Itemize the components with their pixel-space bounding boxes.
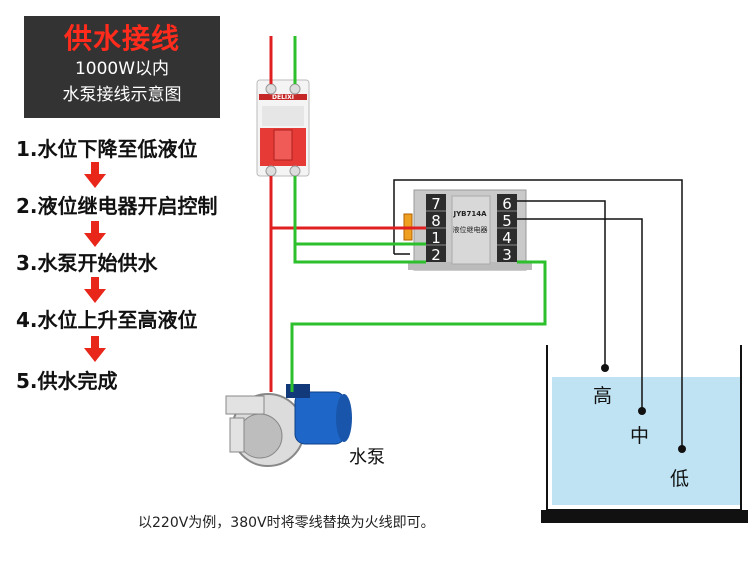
step-4: 4.水位上升至高液位	[16, 308, 198, 332]
relay-terminal-7: 7	[431, 195, 441, 213]
probe-mid	[638, 407, 646, 415]
wire-signal-mid	[517, 218, 643, 411]
footnote: 以220V为例，380V时将零线替换为火线即可。	[138, 515, 435, 531]
relay-model: JYB714A	[452, 210, 487, 218]
step-1: 1.水位下降至低液位	[16, 137, 198, 161]
circuit-breaker: DELIXI	[256, 79, 310, 177]
relay-terminal-1: 1	[431, 229, 441, 247]
probe-high	[601, 364, 609, 372]
probe-low	[678, 445, 686, 453]
page-title: 供水接线	[63, 22, 180, 55]
step-5: 5.供水完成	[16, 369, 118, 393]
step-2: 2.液位继电器开启控制	[16, 194, 218, 218]
wire-signal-low	[393, 179, 683, 449]
relay-terminal-5: 5	[502, 212, 512, 230]
title-box: 供水接线 1000W以内 水泵接线示意图	[24, 16, 220, 118]
relay-terminal-8: 8	[431, 212, 441, 230]
level-high-label: 高	[593, 385, 613, 407]
tank-base	[541, 510, 748, 523]
wire-pump-switched	[290, 260, 547, 392]
level-relay: JYB714A 液位继电器 7 8 1 2 6 5 4 3	[403, 189, 532, 271]
title-subtitle: 水泵接线示意图	[62, 85, 182, 105]
wire-neutral-relay	[293, 176, 426, 264]
level-mid-label: 中	[630, 425, 650, 447]
relay-name: 液位继电器	[453, 225, 488, 234]
relay-terminal-6: 6	[502, 195, 512, 213]
step-arrow-2	[84, 221, 106, 247]
step-arrow-1	[84, 162, 106, 188]
tank-water	[552, 377, 740, 505]
step-arrow-3	[84, 277, 106, 303]
breaker-brand: DELIXI	[272, 94, 294, 101]
water-pump	[225, 384, 352, 467]
relay-terminal-2: 2	[431, 246, 441, 264]
level-low-label: 低	[670, 468, 690, 490]
relay-terminal-3: 3	[502, 246, 512, 264]
step-arrow-4	[84, 336, 106, 362]
step-3: 3.水泵开始供水	[16, 251, 158, 275]
title-power-limit: 1000W以内	[74, 59, 170, 79]
relay-terminal-4: 4	[502, 229, 512, 247]
wire-signal-high	[517, 200, 606, 368]
pump-label: 水泵	[349, 447, 385, 468]
